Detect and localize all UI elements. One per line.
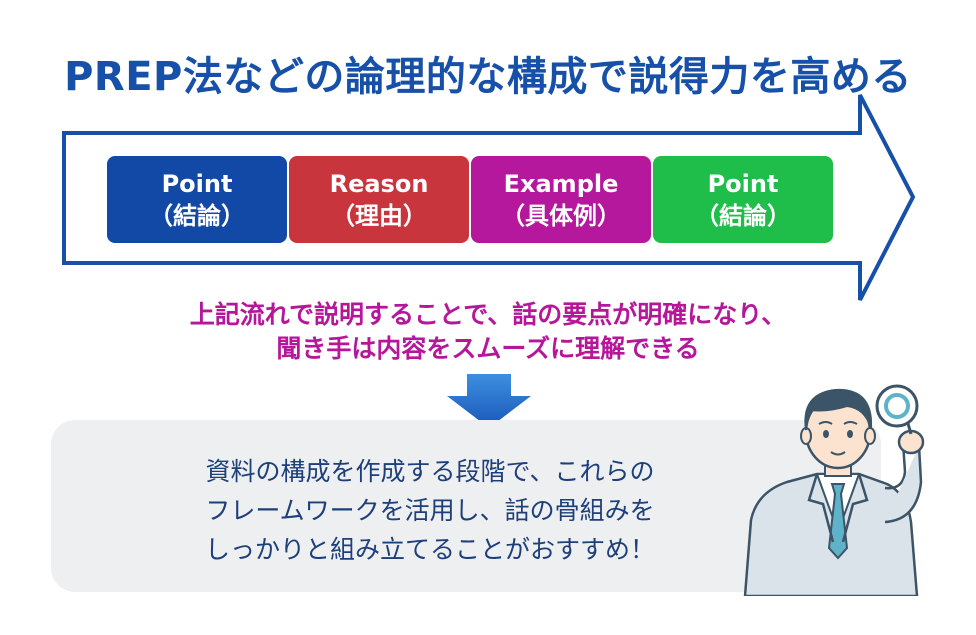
step-point-2: Point （結論） [653,156,833,243]
step-sub-label: （結論） [149,201,245,230]
step-label: Reason [329,169,429,198]
recommendation-line-3: しっかりと組み立てることがおすすめ！ [204,535,655,564]
recommendation-line-1: 資料の構成を作成する段階で、これらの [205,457,655,486]
step-sub-label: （結論） [695,201,791,230]
down-arrow-icon [447,374,531,428]
summary-line-2: 聞き手は内容をスムーズに理解できる [276,334,700,363]
step-sub-label: （具体例） [501,201,621,230]
recommendation-box [51,420,881,592]
recommendation-line-2: フレームワークを活用し、話の骨組みを [205,496,655,525]
step-example: Example （具体例） [471,156,651,243]
recommendation-text: 資料の構成を作成する段階で、これらの フレームワークを活用し、話の骨組みを しっ… [0,452,860,569]
summary-line-1: 上記流れで説明することで、話の要点が明確になり、 [189,300,787,329]
step-point-1: Point （結論） [107,156,287,243]
step-label: Example [503,169,619,198]
page-title: PREP法などの論理的な構成で説得力を高める [64,54,912,100]
step-label: Point [707,169,779,198]
businessman-illustration [743,384,925,596]
step-reason: Reason （理由） [289,156,469,243]
step-label: Point [161,169,233,198]
summary-text: 上記流れで説明することで、話の要点が明確になり、 聞き手は内容をスムーズに理解で… [0,298,976,366]
step-sub-label: （理由） [331,201,427,230]
